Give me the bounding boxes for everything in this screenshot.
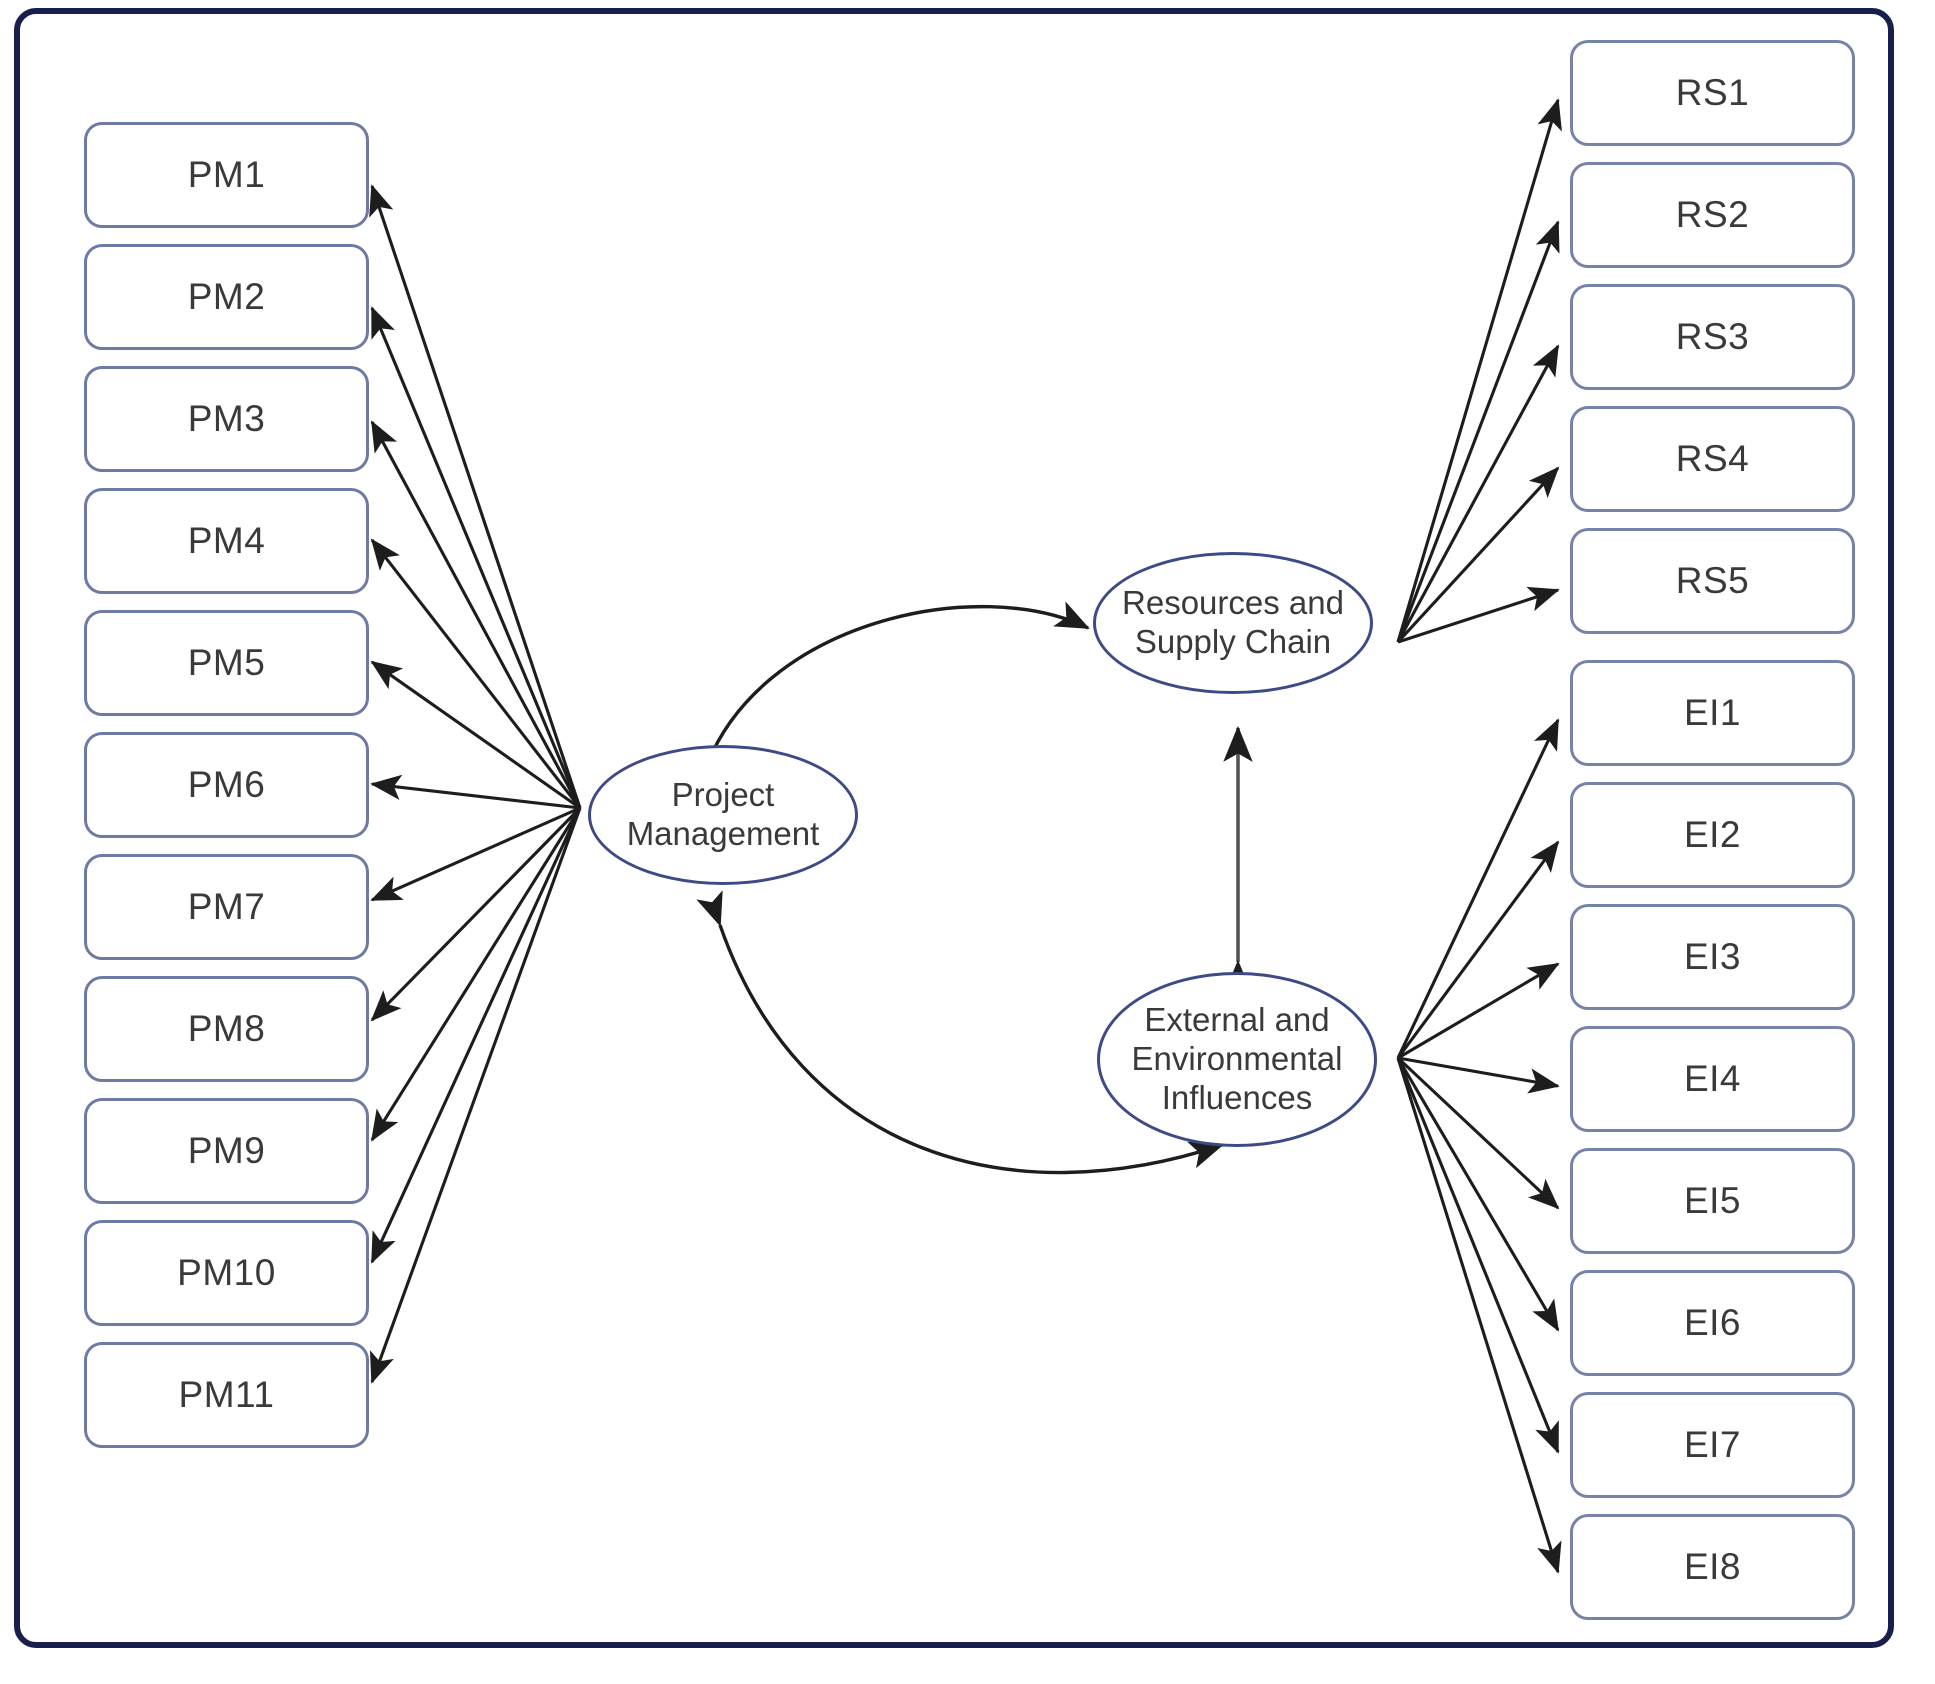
construct-label-line1: External and <box>1144 1001 1330 1039</box>
indicator-label: PM5 <box>187 642 266 683</box>
indicator-box-pm1[interactable]: PM1 <box>84 122 369 228</box>
indicator-label: EI4 <box>1683 1058 1742 1099</box>
indicator-label: RS4 <box>1675 438 1750 479</box>
construct-project-management[interactable]: Project Management <box>588 745 858 885</box>
indicator-box-ei3[interactable]: EI3 <box>1570 904 1855 1010</box>
construct-label-line3: Influences <box>1161 1078 1313 1116</box>
indicator-box-ei4[interactable]: EI4 <box>1570 1026 1855 1132</box>
construct-label-line2: Management <box>626 815 820 852</box>
indicator-label: PM3 <box>187 398 266 439</box>
indicator-box-pm11[interactable]: PM11 <box>84 1342 369 1448</box>
indicator-box-pm6[interactable]: PM6 <box>84 732 369 838</box>
indicator-box-pm3[interactable]: PM3 <box>84 366 369 472</box>
indicator-label: EI7 <box>1683 1424 1742 1465</box>
indicator-label: PM6 <box>187 764 266 805</box>
indicator-label: PM1 <box>187 154 266 195</box>
indicator-box-ei2[interactable]: EI2 <box>1570 782 1855 888</box>
indicator-box-ei6[interactable]: EI6 <box>1570 1270 1855 1376</box>
indicator-box-pm7[interactable]: PM7 <box>84 854 369 960</box>
indicator-label: PM4 <box>187 520 266 561</box>
indicator-box-pm2[interactable]: PM2 <box>84 244 369 350</box>
indicator-box-rs1[interactable]: RS1 <box>1570 40 1855 146</box>
indicator-label: PM9 <box>187 1130 266 1171</box>
indicator-label: RS2 <box>1675 194 1750 235</box>
indicator-label: EI2 <box>1683 814 1742 855</box>
construct-resources-supply-chain[interactable]: Resources and Supply Chain <box>1093 552 1373 694</box>
indicator-box-rs2[interactable]: RS2 <box>1570 162 1855 268</box>
indicator-box-ei7[interactable]: EI7 <box>1570 1392 1855 1498</box>
indicator-box-ei8[interactable]: EI8 <box>1570 1514 1855 1620</box>
indicator-box-pm4[interactable]: PM4 <box>84 488 369 594</box>
construct-label-line2: Environmental <box>1131 1040 1343 1078</box>
indicator-label: RS1 <box>1675 72 1750 113</box>
indicator-box-rs4[interactable]: RS4 <box>1570 406 1855 512</box>
indicator-label: RS5 <box>1675 560 1750 601</box>
indicator-label: PM11 <box>178 1374 275 1415</box>
indicator-box-rs5[interactable]: RS5 <box>1570 528 1855 634</box>
construct-label-line1: Resources and <box>1122 584 1344 622</box>
indicator-box-rs3[interactable]: RS3 <box>1570 284 1855 390</box>
indicator-box-pm8[interactable]: PM8 <box>84 976 369 1082</box>
indicator-box-pm5[interactable]: PM5 <box>84 610 369 716</box>
indicator-box-pm10[interactable]: PM10 <box>84 1220 369 1326</box>
indicator-label: EI1 <box>1683 692 1742 733</box>
indicator-label: PM7 <box>187 886 266 927</box>
indicator-label: PM8 <box>187 1008 266 1049</box>
indicator-label: PM2 <box>187 276 266 317</box>
indicator-label: PM10 <box>177 1252 276 1293</box>
indicator-label: EI8 <box>1683 1546 1742 1587</box>
construct-external-environmental-influences[interactable]: External and Environmental Influences <box>1097 972 1377 1147</box>
construct-label-line2: Supply Chain <box>1134 623 1332 660</box>
indicator-label: EI3 <box>1683 936 1742 977</box>
indicator-box-pm9[interactable]: PM9 <box>84 1098 369 1204</box>
indicator-label: EI6 <box>1683 1302 1742 1343</box>
indicator-box-ei1[interactable]: EI1 <box>1570 660 1855 766</box>
indicator-box-ei5[interactable]: EI5 <box>1570 1148 1855 1254</box>
indicator-label: RS3 <box>1675 316 1750 357</box>
construct-label-line1: Project <box>671 776 775 814</box>
indicator-label: EI5 <box>1683 1180 1742 1221</box>
